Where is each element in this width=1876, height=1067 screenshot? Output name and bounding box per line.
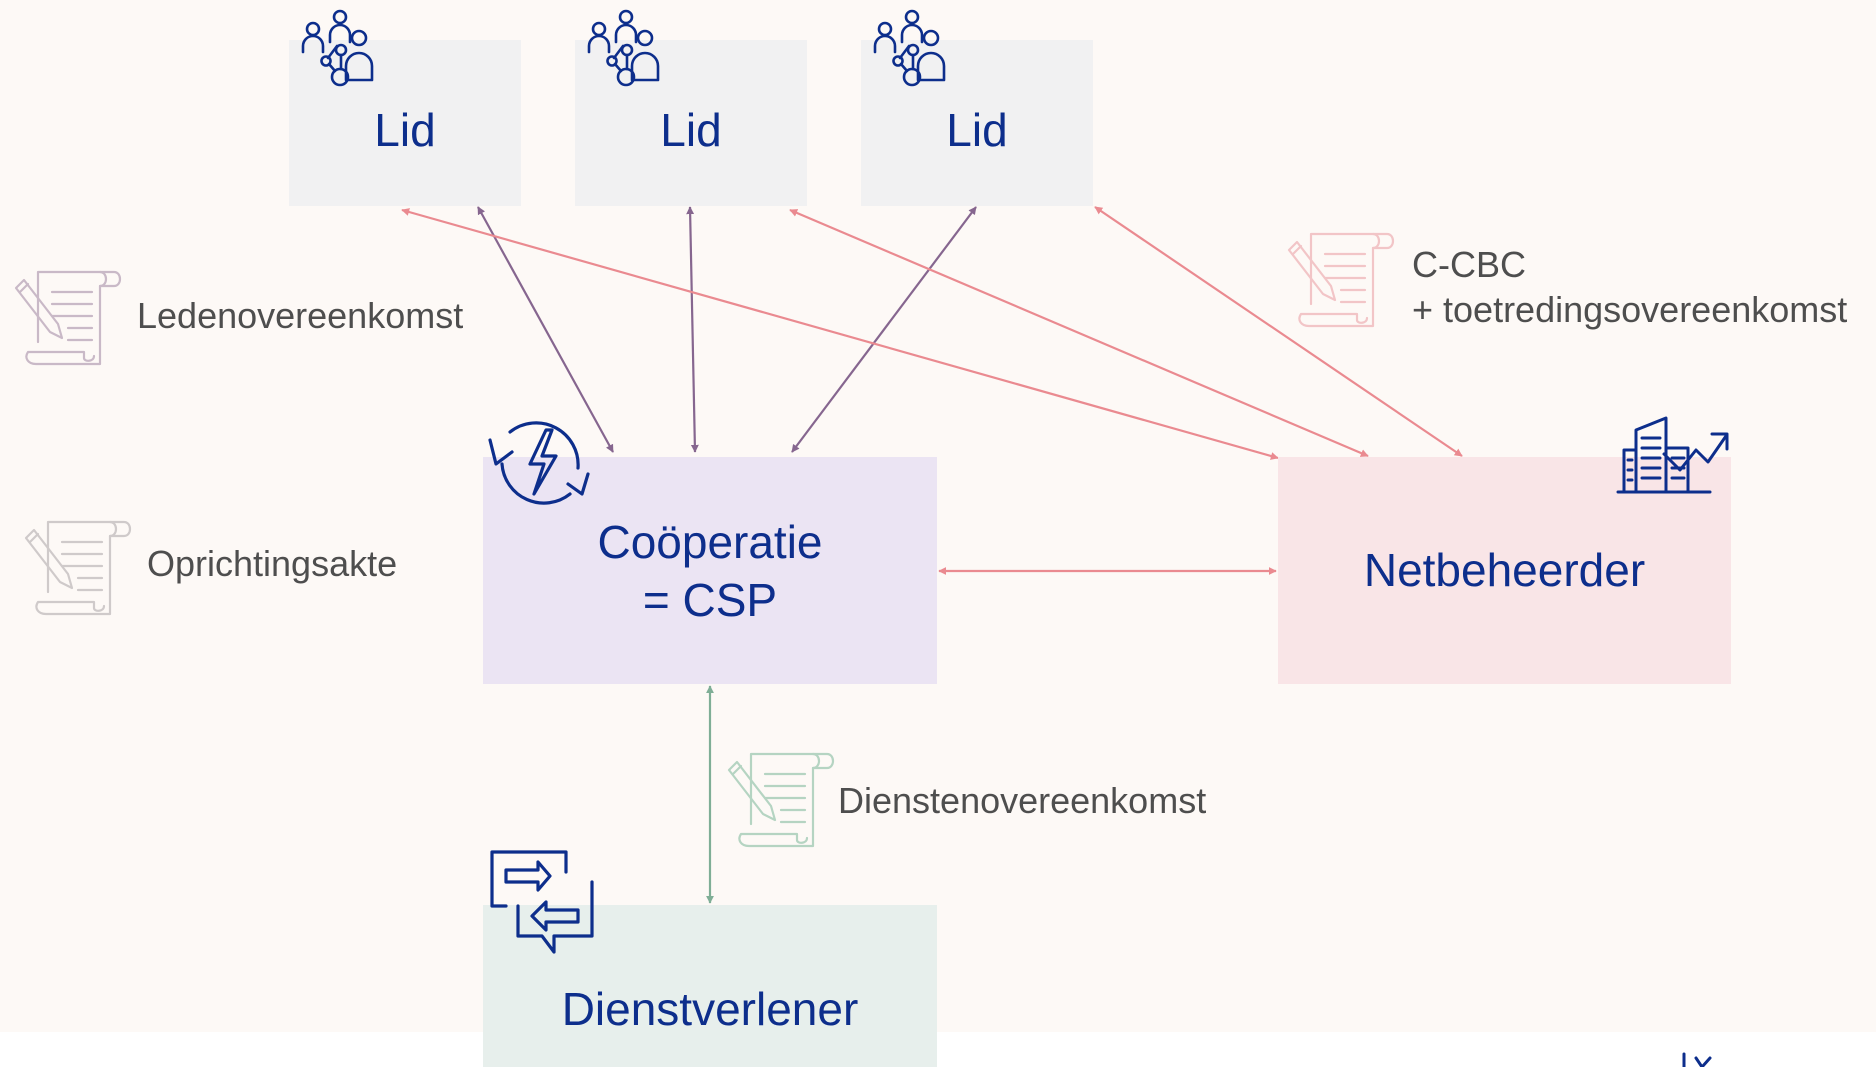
- edge-lid3-netbeheerder: [1094, 206, 1463, 457]
- oprichtingsakte-label: Oprichtingsakte: [147, 543, 398, 584]
- dienstverlener-label: Dienstverlener: [561, 983, 859, 1035]
- lid-label-1: Lid: [374, 104, 436, 157]
- lid-box-3[interactable]: Lid: [861, 40, 1093, 206]
- logo-fragment: [1682, 1052, 1712, 1067]
- city-growth-icon: [1616, 416, 1729, 494]
- signed-contract-icon: [24, 520, 132, 616]
- ccbc-label-line-2: + toetredingsovereenkomst: [1412, 289, 1848, 330]
- lid-box-2[interactable]: Lid: [575, 40, 807, 206]
- people-network-icon: [587, 9, 660, 87]
- lid-label-3: Lid: [946, 104, 1008, 157]
- dienstenovereenkomst-label: Dienstenovereenkomst: [838, 780, 1207, 821]
- ledenovereenkomst-label: Ledenovereenkomst: [137, 295, 464, 336]
- cooperatie-label-line-1: Coöperatie: [597, 515, 823, 568]
- netbeheerder-box[interactable]: Netbeheerder: [1278, 457, 1731, 684]
- bottom-strip: [0, 1032, 1876, 1067]
- edge-lid2-cooperatie: [686, 206, 699, 453]
- signed-contract-icon: [14, 270, 122, 366]
- netbeheerder-label: Netbeheerder: [1363, 543, 1646, 596]
- people-network-icon: [873, 9, 946, 87]
- ccbc-label-line-1: C-CBC: [1412, 244, 1526, 285]
- lightning-refresh-icon: [488, 421, 590, 505]
- lid-label-2: Lid: [660, 104, 722, 157]
- cooperatie-label-line-2: = CSP: [642, 573, 778, 626]
- signed-contract-icon: [1287, 232, 1395, 328]
- edge-lid3-cooperatie: [791, 206, 977, 453]
- cooperatie-box[interactable]: Coöperatie = CSP: [483, 457, 937, 684]
- lid-box-1[interactable]: Lid: [289, 40, 521, 206]
- people-network-icon: [301, 9, 374, 87]
- signed-contract-icon: [727, 752, 835, 848]
- dienstverlener-box[interactable]: Dienstverlener: [483, 905, 937, 1067]
- exchange-chat-icon: [490, 850, 594, 954]
